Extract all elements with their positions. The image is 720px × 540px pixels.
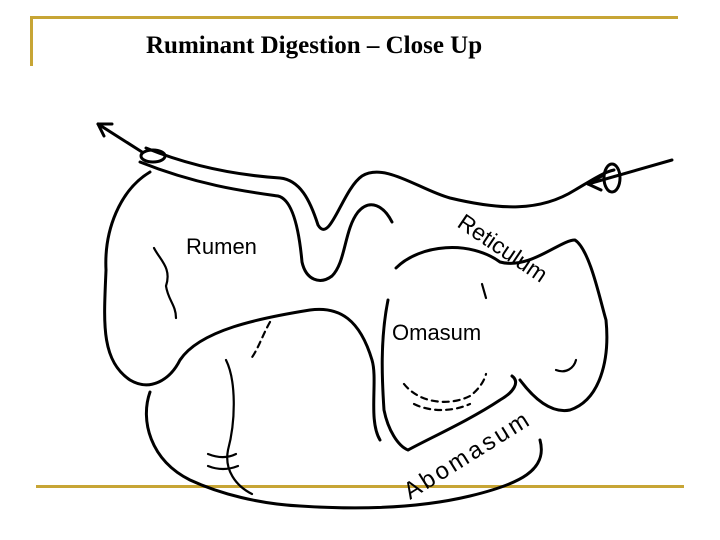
esophagus-exit-arrowhead bbox=[96, 122, 114, 138]
frame-left-rule bbox=[30, 16, 33, 66]
esophagus-exit-arrow bbox=[96, 122, 144, 154]
frame-bottom-rule bbox=[36, 485, 684, 488]
reticulum-outline bbox=[394, 238, 609, 413]
reticulum-nub bbox=[480, 282, 488, 300]
abomasum-fold-left bbox=[224, 358, 254, 496]
esophagus-entry-ring bbox=[602, 162, 622, 194]
esophagus-tube bbox=[144, 146, 616, 231]
frame-top-rule bbox=[30, 16, 678, 19]
abomasum-outline bbox=[144, 390, 543, 510]
omasum-outline bbox=[380, 298, 517, 452]
esophagus-tube-inner bbox=[138, 160, 394, 282]
rumen-outline bbox=[103, 170, 382, 442]
slide-title: Ruminant Digestion – Close Up bbox=[146, 32, 483, 59]
rumen-fold-lower bbox=[248, 320, 272, 362]
rumen-label: Rumen bbox=[186, 234, 257, 259]
omasum-folds-lower bbox=[412, 402, 472, 412]
omasum-label: Omasum bbox=[392, 320, 481, 345]
esophagus-entry-arrow bbox=[586, 158, 674, 186]
esophagus-cut-end bbox=[139, 148, 167, 164]
abomasum-marks bbox=[206, 452, 240, 471]
esophagus-entry-arrowhead bbox=[586, 174, 604, 192]
reticulum-fold-right bbox=[554, 358, 578, 373]
rumen-fold-left bbox=[152, 246, 178, 320]
omasum-folds bbox=[402, 372, 488, 403]
